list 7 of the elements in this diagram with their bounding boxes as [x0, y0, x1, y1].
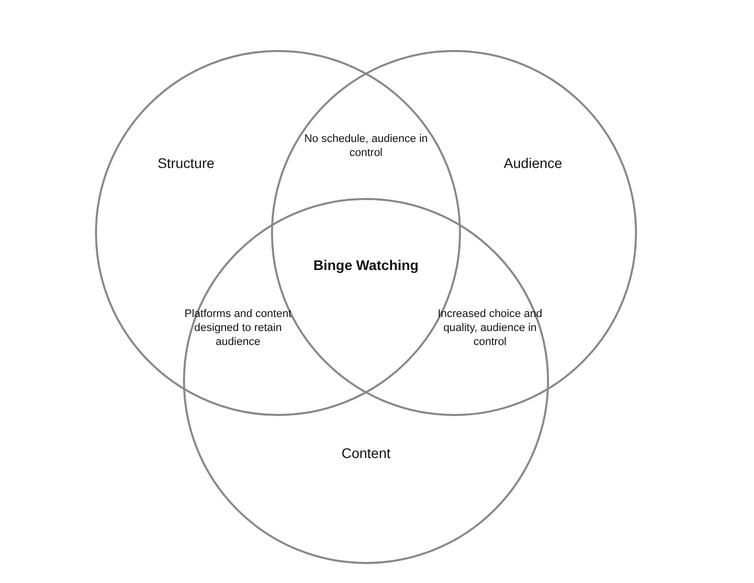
set-label: Audience	[502, 155, 564, 171]
overlap-label: Increased choice and quality, audience in control	[436, 307, 544, 349]
set-label: Structure	[156, 155, 216, 171]
set-label: Content	[340, 445, 392, 461]
center-label: Binge Watching	[312, 258, 420, 272]
overlap-label: Platforms and content designed to retain audience	[183, 307, 292, 349]
overlap-label: No schedule, audience in control	[303, 132, 429, 160]
